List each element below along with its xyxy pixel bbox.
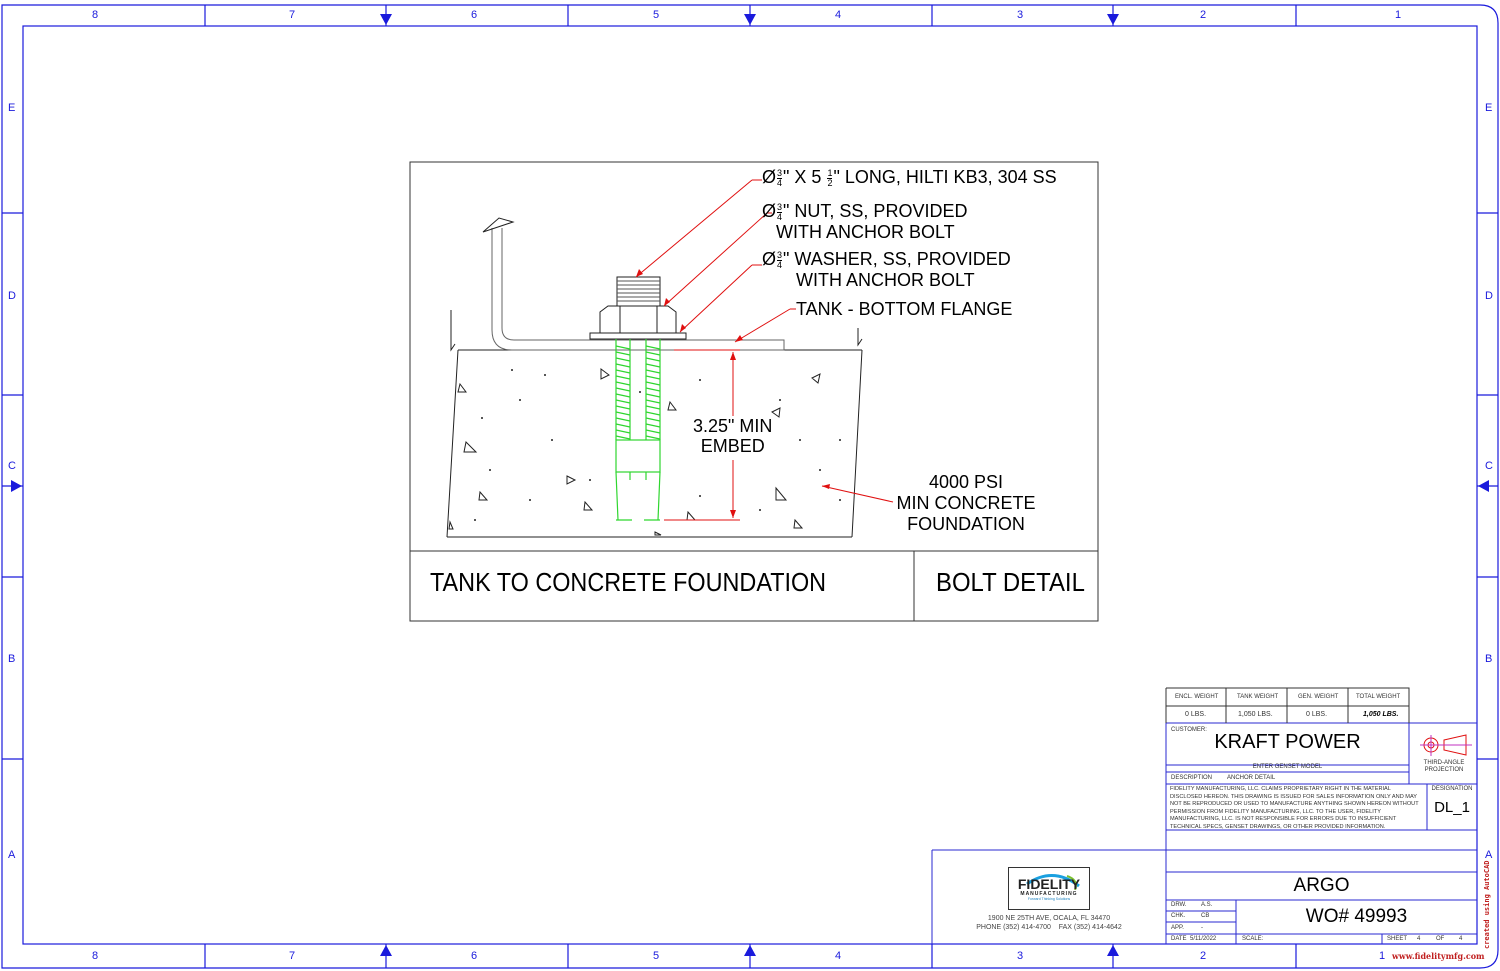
drw-value: A.S. [1201,902,1213,908]
callout-text: " LONG, HILTI KB3, 304 SS [833,167,1057,187]
col-label: 3 [1016,950,1024,962]
chk-label: CHK. [1171,913,1186,919]
description-label: DESCRIPTION [1171,775,1213,781]
col-label: 7 [288,950,296,962]
outer-border [1,4,1499,969]
work-order: WO# 49993 [1305,906,1408,927]
callout-text: WITH ANCHOR BOLT [776,221,955,242]
weight-header: ENCL. WEIGHT [1175,694,1219,700]
callout-text: WITH ANCHOR BOLT [796,269,975,290]
row-label: A [1485,849,1493,861]
row-label: B [8,653,16,665]
col-label: 1 [1394,9,1402,21]
customer-label: CUSTOMER: [1171,727,1207,733]
app-label: APP. [1171,925,1184,931]
weight-total: 1,050 LBS. [1363,711,1399,718]
anchor-bolt-embedded [615,339,661,521]
anchor-hardware [589,276,687,340]
detail-title: TANK TO CONCRETE FOUNDATION [430,567,827,597]
col-label: 5 [652,950,660,962]
project-name: ARGO [1293,875,1350,896]
website-link[interactable]: www.fidelitymfg.com [1392,951,1485,961]
weight-header: GEN. WEIGHT [1298,694,1339,700]
company-phone: PHONE (352) 414-4700 FAX (352) 414-4642 [976,924,1122,931]
col-label: 6 [470,950,478,962]
row-label: B [1485,653,1493,665]
weight-header: TOTAL WEIGHT [1356,694,1401,700]
nut [599,305,677,334]
detail-subtitle: BOLT DETAIL [936,567,1085,597]
tank-flange [482,217,785,351]
genset-model: ENTER GENSET MODEL [1252,764,1323,770]
center-arrows [11,14,1489,956]
chk-value: CB [1201,913,1210,919]
of-value: 4 [1459,936,1463,942]
date-value: 5/11/2022 [1190,936,1217,942]
embed-text: 3.25" MIN [693,416,773,436]
callout-text: " WASHER, SS, PROVIDED [783,249,1011,269]
washer [589,332,687,340]
designation-label: DESIGNATION [1431,786,1473,792]
col-label: 4 [834,950,842,962]
row-label: D [8,290,16,302]
sheet-label: SHEET [1387,936,1408,942]
concrete-foundation [446,310,863,538]
customer-name: KRAFT POWER [1214,731,1361,753]
weight-header: TANK WEIGHT [1237,694,1279,700]
concrete-text: FOUNDATION [907,514,1025,534]
third-angle-projection-icon [1420,734,1472,756]
embed-text: EMBED [700,436,765,456]
col-label: 5 [652,9,660,21]
autocad-note: created using AutoCAD [1483,860,1491,949]
row-label: E [1485,102,1493,114]
row-label: C [8,460,16,472]
weight-value: 0 LBS. [1306,711,1328,718]
col-label: 7 [288,9,296,21]
date-label: DATE [1171,936,1187,942]
weight-value: 1,050 LBS. [1238,711,1273,718]
callout-text: " X 5 [783,167,822,187]
row-label: D [1485,290,1493,302]
col-label: 2 [1199,950,1207,962]
detail-border [409,161,1099,622]
row-label: C [1485,460,1493,472]
concrete-text: MIN CONCRETE [896,493,1036,513]
col-label: 8 [91,950,99,962]
description-value: ANCHOR DETAIL [1227,775,1276,781]
scale-label: SCALE: [1242,936,1264,942]
app-value: - [1201,925,1203,931]
diameter-symbol: Ø [762,167,777,187]
col-label: 4 [834,9,842,21]
weight-value: 0 LBS. [1185,711,1207,718]
company-address: 1900 NE 25TH AVE, OCALA, FL 34470 [987,915,1111,922]
of-label: OF [1436,936,1445,942]
col-label: 3 [1016,9,1024,21]
designation-value: DL_1 [1434,799,1470,816]
embed-dimension: 3.25" MIN EMBED [693,416,773,456]
sheet-value: 4 [1417,936,1421,942]
callout-text: " NUT, SS, PROVIDED [783,201,968,221]
disclaimer: FIDELITY MANUFACTURING, LLC. CLAIMS PROP… [1170,786,1419,830]
col-label: 8 [91,9,99,21]
col-label: 2 [1199,9,1207,21]
leaders [635,179,894,521]
drw-label: DRW. [1171,902,1187,908]
concrete-note: 4000 PSI MIN CONCRETE FOUNDATION [895,472,1037,535]
projection-label: THIRD-ANGLE PROJECTION [1423,760,1465,773]
col-label: 6 [470,9,478,21]
title-block-lines [931,722,1477,944]
fidelity-logo: FIDELITY MANUFACTURING Forward Thinking … [1008,867,1090,910]
col-label: 1 [1378,950,1386,962]
concrete-text: 4000 PSI [928,472,1004,492]
row-label: E [8,102,16,114]
callout-flange: TANK - BOTTOM FLANGE [796,299,1013,319]
row-label: A [8,849,16,861]
